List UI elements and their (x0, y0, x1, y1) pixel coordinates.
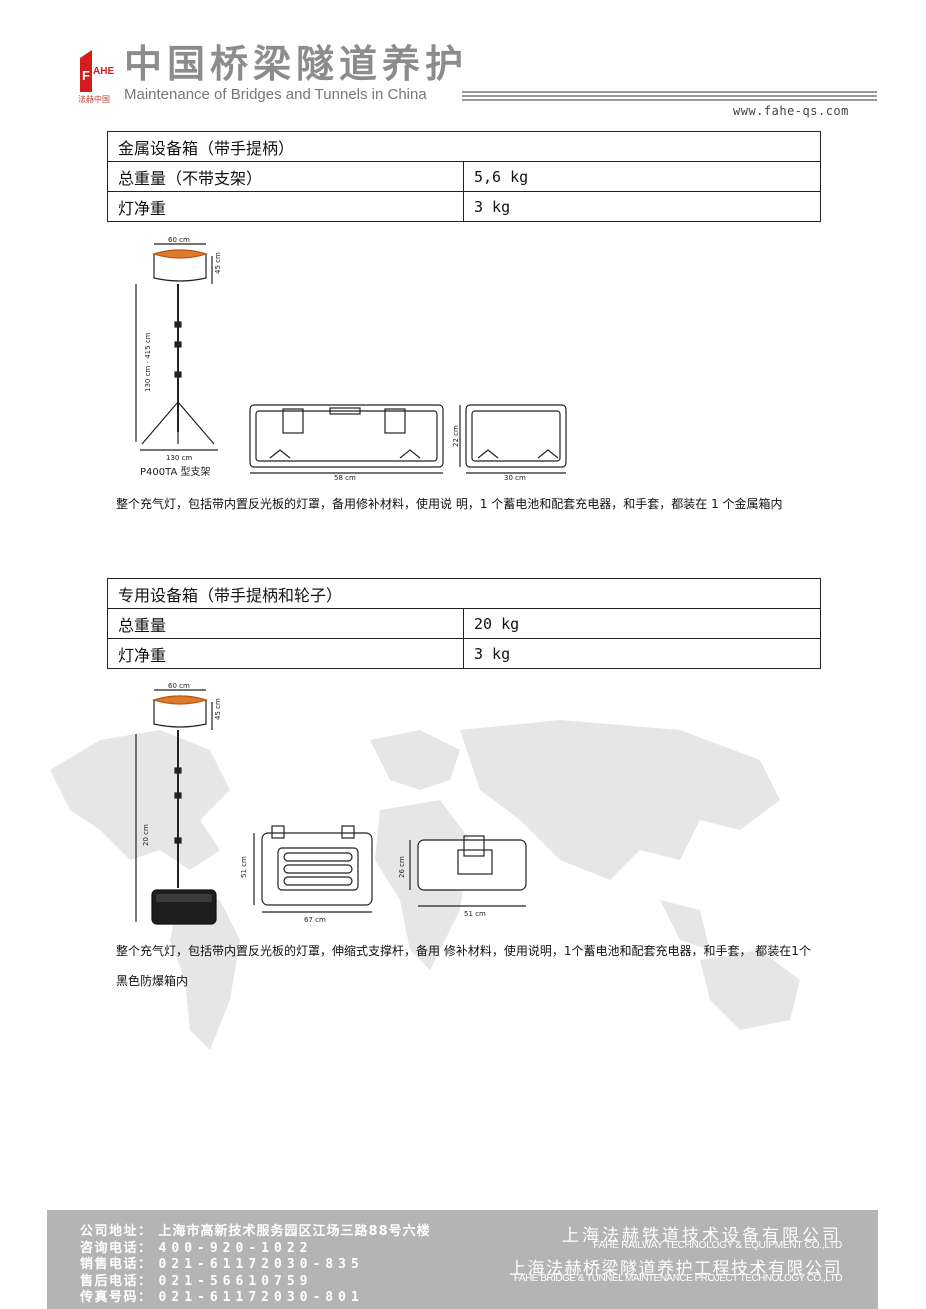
svg-text:AHE: AHE (93, 66, 114, 77)
spec-table-special-case: 专用设备箱（带手提柄和轮子） 总重量 20 kg 灯净重 3 kg (107, 578, 821, 669)
label-lamp-height: 45 cm (214, 252, 222, 274)
table-row: 总重量（不带支架） 5,6 kg (107, 161, 821, 192)
brand-title-cn: 中国桥梁隧道养护 (124, 42, 469, 86)
row-label: 总重量（不带支架） (107, 161, 464, 192)
label-lamp-width: 60 cm (168, 236, 190, 244)
logo-caption: 法赫中国 (78, 95, 110, 104)
label-case-height: 22 cm (452, 425, 460, 447)
company-name-railway-en: FAHE RAILWAY TECHNOLOGY & EQUIPMENT CO.,… (593, 1240, 842, 1251)
company-logo: F AHE (78, 44, 118, 102)
label-stand-base: 130 cm (166, 454, 192, 462)
label-lamp-width: 60 cm (168, 682, 190, 690)
label-lamp-height: 45 cm (214, 698, 222, 720)
row-value: 3 kg (463, 638, 821, 669)
spec-table-metal-case: 金属设备箱（带手提柄） 总重量（不带支架） 5,6 kg 灯净重 3 kg (107, 131, 821, 222)
label-side-length: 51 cm (464, 910, 486, 918)
company-name-bridge-en: FAHE BRIDGE & TUNNEL MAINTENANCE PROJECT… (513, 1273, 843, 1284)
row-label: 灯净重 (107, 191, 464, 222)
footer-contact: 公司地址： 上海市高新技术服务园区江场三路88号六楼 咨询电话： 400-920… (80, 1224, 431, 1307)
label-stand-model: P400TA 型支架 (140, 465, 210, 478)
label-stand-height: 130 cm - 415 cm (144, 332, 152, 392)
description-special-case: 整个充气灯，包括带内置反光板的灯罩，伸缩式支撑杆，备用 修补材料，使用说明，1个… (116, 944, 811, 988)
website-url: www.fahe-qs.com (733, 104, 849, 118)
table-title: 专用设备箱（带手提柄和轮子） (107, 578, 821, 609)
table-row: 灯净重 3 kg (107, 191, 821, 222)
label-side-height: 26 cm (398, 856, 406, 878)
label-case-length: 58 cm (334, 474, 356, 482)
footer-line-aftersales: 售后电话： 021-56610759 (80, 1273, 313, 1289)
diagram-special-case: 60 cm 45 cm 20 cm 51 cm 67 cm 26 cm 51 c… (135, 682, 527, 925)
company-name-railway-cn: 上海法赫铁道技术设备有限公司 (562, 1226, 842, 1246)
brand-title-en: Maintenance of Bridges and Tunnels in Ch… (124, 86, 427, 103)
company-name-bridge-cn: 上海法赫桥梁隧道养护工程技术有限公司 (509, 1259, 842, 1279)
diagram-metal-case: 60 cm 45 cm 130 cm - 415 cm 130 cm P400T… (135, 236, 567, 482)
table-row: 灯净重 3 kg (107, 638, 821, 669)
footer-line-fax: 传真号码： 021-61172030-801 (80, 1290, 364, 1305)
row-value: 3 kg (463, 191, 821, 222)
footer-line-sales: 销售电话： 021-61172030-835 (80, 1257, 364, 1272)
row-label: 总重量 (107, 608, 464, 639)
svg-text:F: F (82, 68, 90, 83)
label-case-depth: 30 cm (504, 474, 526, 482)
label-stand-height: 20 cm (142, 824, 150, 846)
description-metal-case: 整个充气灯，包括带内置反光板的灯罩，备用修补材料，使用说 明，1 个蓄电池和配套… (116, 497, 783, 511)
footer-line-hotline: 咨询电话： 400-920-1022 (80, 1240, 313, 1256)
row-value: 20 kg (463, 608, 821, 639)
label-case-height: 51 cm (240, 856, 248, 878)
row-label: 灯净重 (107, 638, 464, 669)
label-case-length: 67 cm (304, 916, 326, 924)
header-rule (462, 91, 877, 101)
table-row: 总重量 20 kg (107, 608, 821, 639)
footer-bar (47, 1210, 878, 1309)
row-value: 5,6 kg (463, 161, 821, 192)
table-title: 金属设备箱（带手提柄） (107, 131, 821, 162)
footer-line-address: 公司地址： 上海市高新技术服务园区江场三路88号六楼 (80, 1224, 431, 1239)
